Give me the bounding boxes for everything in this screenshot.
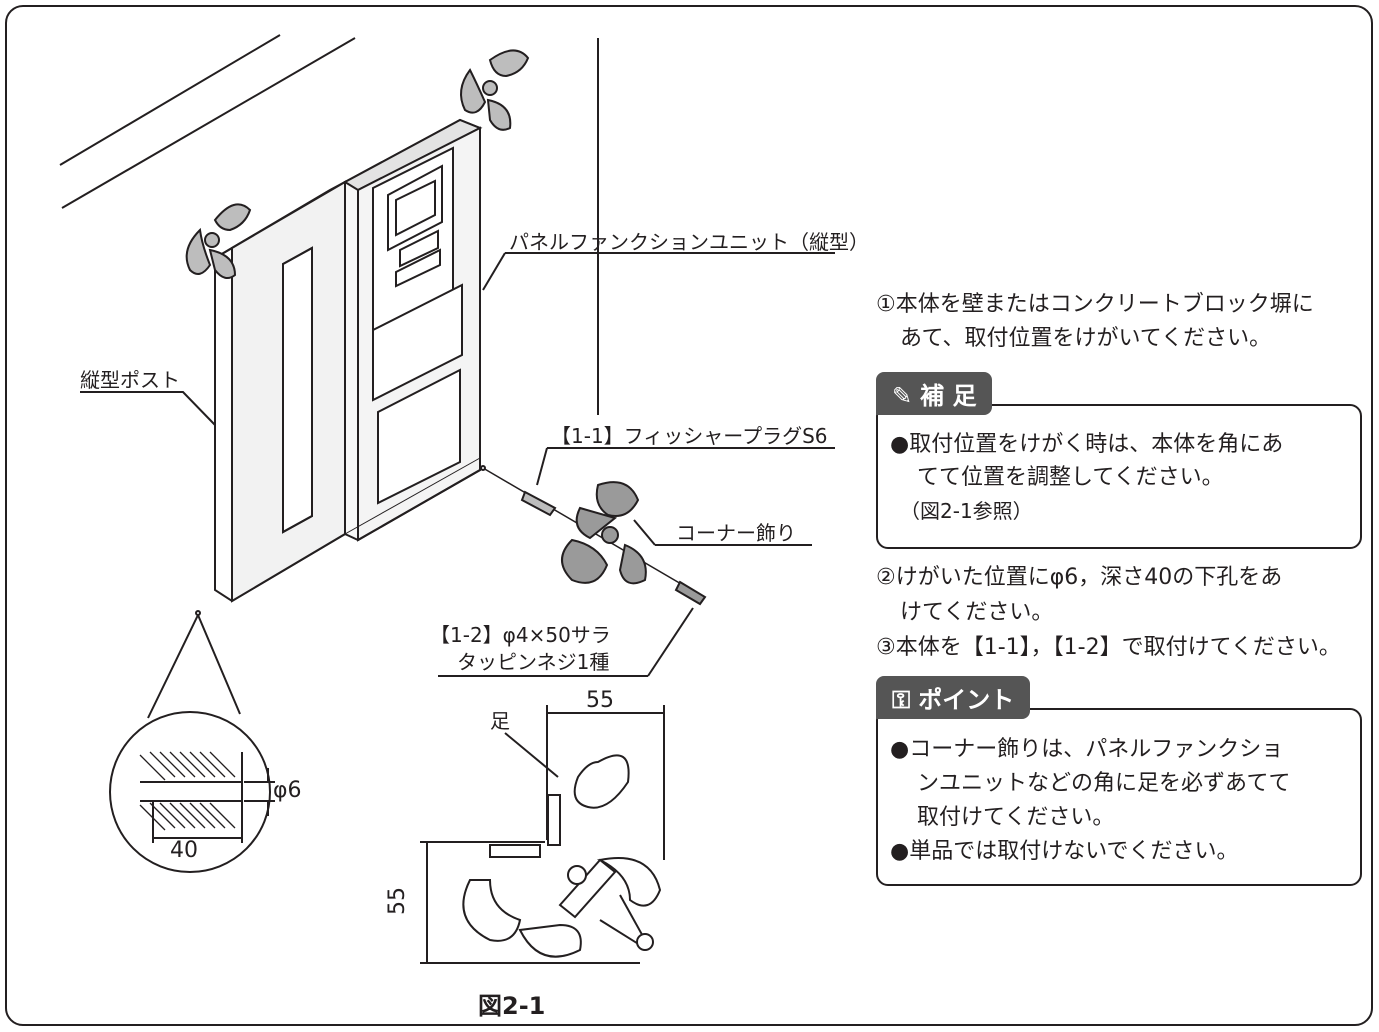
label-dim-phi6: φ6 (273, 778, 302, 803)
outer-frame (5, 5, 1373, 1026)
point-line3: 取付けてください。 (917, 805, 1115, 830)
supplement-box (876, 404, 1362, 549)
screw-drawing (674, 580, 707, 606)
leader-vertical-post (80, 391, 216, 426)
mail-slot (282, 246, 313, 534)
supplement-title: 補 足 (920, 382, 977, 410)
pencil-icon: ✎ (892, 382, 913, 410)
step2-line2: けてください。 (900, 600, 1054, 625)
corner-deco-top-left (185, 203, 252, 280)
wall-edge-line (61, 37, 356, 209)
label-corner-deco: コーナー飾り (676, 521, 796, 545)
label-panel-unit: パネルファンクションユニット（縦型） (509, 230, 869, 254)
point-line2: ンユニットなどの角に足を必ずあてて (917, 771, 1291, 796)
point-box (876, 708, 1362, 886)
supplement-line1: ●取付位置をけがく時は、本体を角にあ (890, 432, 1284, 457)
wall-edge-line (59, 34, 281, 166)
figure-caption: 図2-1 (478, 992, 546, 1020)
label-foot: 足 (490, 709, 510, 733)
label-dim-40: 40 (170, 838, 198, 863)
supplement-line2: てて位置を調整してください。 (917, 465, 1224, 490)
label-plug: 【1-1】フィッシャープラグS6 (551, 424, 828, 448)
corner-deco-top-right (460, 49, 530, 131)
supplement-tab: ✎補 足 (876, 372, 993, 415)
label-screw-line1: 【1-2】φ4×50サラ (430, 623, 611, 647)
hole-detail-circle (109, 711, 271, 873)
step3: ③本体を【1-1】，【1-2】で取付けてください。 (876, 635, 1341, 660)
label-dim-55-side: 55 (385, 887, 410, 915)
label-dim-55-top: 55 (586, 688, 614, 713)
point-tab: ⚿ポイント (876, 676, 1031, 719)
point-line4: ●単品では取付けないでください。 (890, 839, 1239, 864)
point-line1: ●コーナー飾りは、パネルファンクショ (890, 737, 1284, 762)
plug-drawing (520, 490, 557, 517)
step2-line1: ②けがいた位置にφ6，深さ40の下孔をあ (876, 565, 1283, 590)
point-title: ポイント (918, 686, 1015, 714)
corner-deco-dimension (462, 754, 662, 958)
supplement-line3: （図2-1参照） (900, 499, 1033, 523)
corner-deco-middle (561, 481, 647, 585)
step1-line2: あて、取付位置をけがいてください。 (900, 326, 1272, 351)
label-vertical-post: 縦型ポスト (80, 368, 180, 392)
key-icon: ⚿ (892, 686, 911, 714)
step1-line1: ①本体を壁またはコンクリートブロック塀に (876, 292, 1314, 317)
label-screw-line2: タッピンネジ1種 (457, 650, 610, 674)
